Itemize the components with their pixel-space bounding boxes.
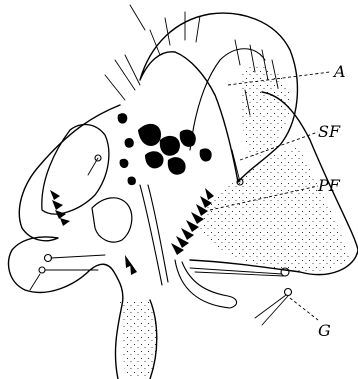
- appendage-a-stipple: [240, 66, 290, 156]
- basal-stipple: [118, 300, 157, 379]
- label-g: G: [318, 321, 331, 340]
- sf-spines: [118, 113, 212, 185]
- leader-g: [290, 298, 318, 320]
- central-process: [92, 198, 132, 242]
- label-pf: PF: [317, 176, 341, 195]
- setae-g: [190, 268, 292, 325]
- left-lobe-spines: [50, 190, 70, 226]
- label-a: A: [332, 62, 346, 81]
- curved-process: [175, 260, 237, 308]
- label-sf: SF: [318, 122, 341, 141]
- right-lobe: [200, 148, 350, 271]
- left-lobe: [42, 125, 109, 215]
- lower-left-spines: [125, 255, 137, 275]
- long-process: [140, 185, 168, 285]
